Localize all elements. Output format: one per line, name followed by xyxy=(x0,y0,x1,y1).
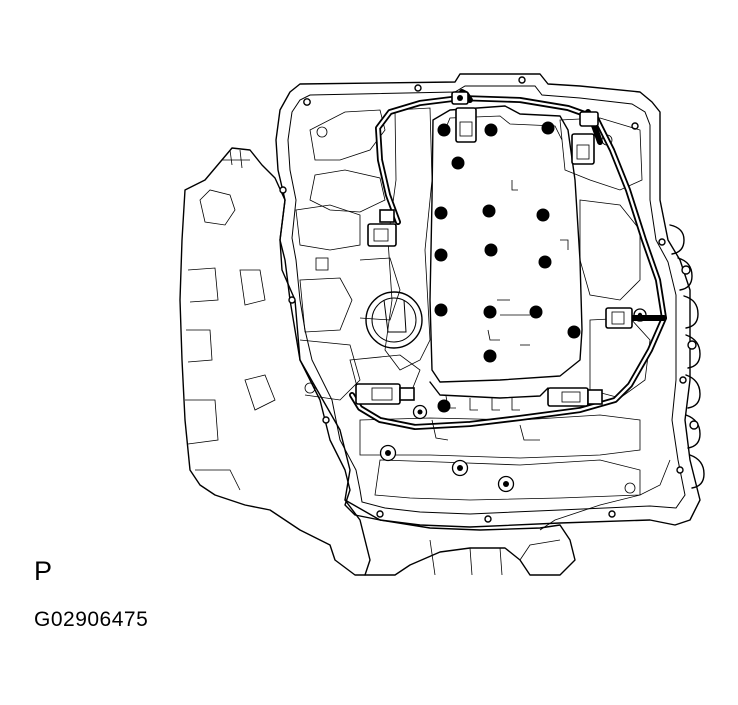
harness-clamps xyxy=(429,381,549,441)
valve-body-internals xyxy=(295,107,651,501)
connector-right xyxy=(605,307,633,329)
pan-flange xyxy=(275,73,701,528)
connector-left xyxy=(367,209,397,247)
connector-lower-right xyxy=(547,387,603,407)
wire-harness xyxy=(349,89,667,430)
connector-lower-left xyxy=(355,383,415,405)
valve-body-bolts xyxy=(375,223,647,493)
valve-plate xyxy=(429,105,583,413)
transmission-case xyxy=(179,147,371,576)
view-label: P xyxy=(34,556,53,586)
connector-upper-right xyxy=(571,111,599,165)
solenoid-connectors xyxy=(355,91,633,407)
connector-upper-center xyxy=(451,91,477,143)
lower-housing xyxy=(344,459,671,576)
strainer-outlet xyxy=(365,291,423,349)
figure-code: G02906475 xyxy=(34,608,149,631)
ribbed-case-edge xyxy=(669,224,705,489)
